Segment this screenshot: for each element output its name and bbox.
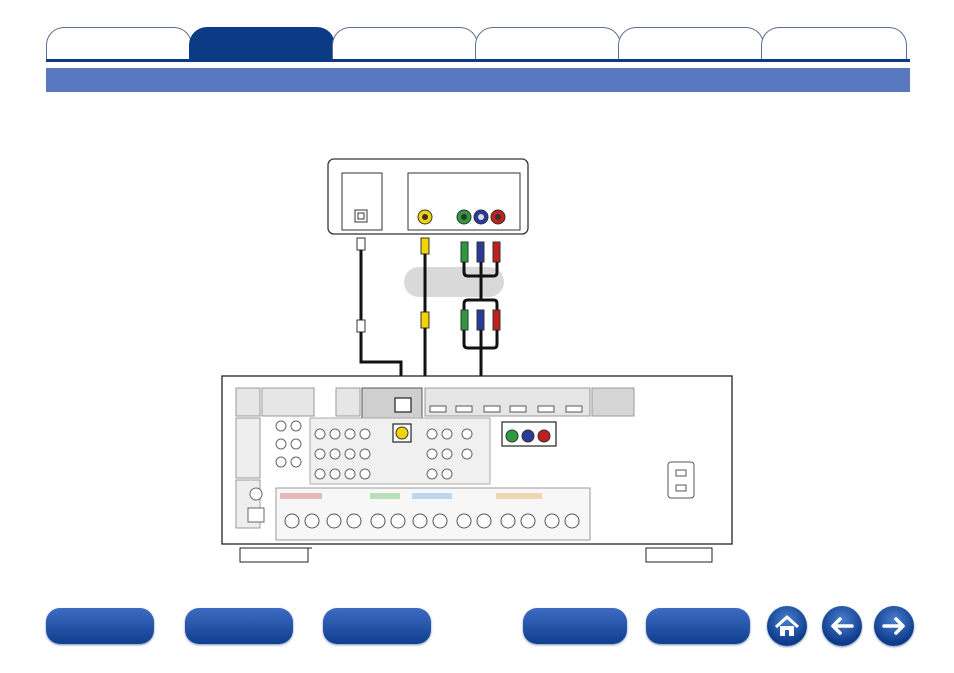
tab-4[interactable]: [475, 27, 621, 59]
back-button[interactable]: [822, 606, 862, 646]
top-tab-bar: [46, 27, 910, 61]
arrow-left-icon: [831, 617, 854, 635]
nav-button-2[interactable]: [185, 608, 293, 644]
home-button[interactable]: [767, 606, 807, 646]
cable-label-pill: [404, 267, 504, 297]
nav-button-1[interactable]: [46, 608, 154, 644]
receiver-rear-panel: [221, 375, 733, 563]
source-device: [327, 158, 529, 235]
tab-6[interactable]: [761, 27, 907, 59]
nav-button-4[interactable]: [523, 608, 627, 644]
tab-2-active[interactable]: [189, 27, 335, 59]
tab-3[interactable]: [332, 27, 478, 59]
arrow-right-icon: [882, 617, 905, 635]
tab-5[interactable]: [618, 27, 764, 59]
nav-button-3[interactable]: [323, 608, 431, 644]
forward-button[interactable]: [874, 606, 914, 646]
tab-1[interactable]: [46, 27, 192, 59]
tab-underline: [46, 59, 910, 62]
nav-button-5[interactable]: [646, 608, 750, 644]
home-icon: [774, 615, 800, 636]
section-title-bar: [46, 68, 910, 92]
